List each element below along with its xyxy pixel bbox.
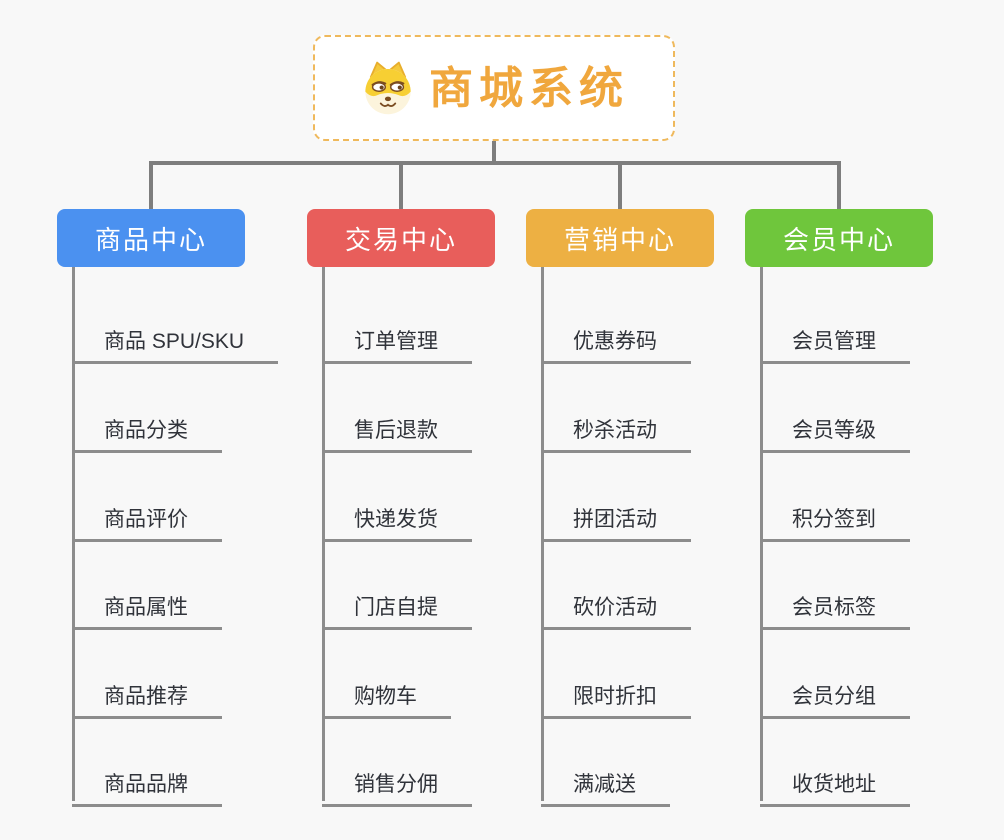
leaf-member-tag[interactable]: 会员标签 [760, 577, 910, 630]
trunk-trade [322, 267, 325, 801]
connector-drop-member [837, 161, 841, 209]
leaf-store-pickup[interactable]: 门店自提 [322, 577, 472, 630]
leaf-product-category[interactable]: 商品分类 [72, 400, 222, 453]
branch-trade-center[interactable]: 交易中心 [307, 209, 495, 267]
doge-icon [359, 59, 417, 117]
connector-drop-product [149, 161, 153, 209]
leaf-product-review[interactable]: 商品评价 [72, 489, 222, 542]
leaf-spend-and-save[interactable]: 满减送 [541, 754, 670, 807]
leaf-product-attribute[interactable]: 商品属性 [72, 577, 222, 630]
leaf-bargain-activity[interactable]: 砍价活动 [541, 577, 691, 630]
leaf-coupon-code[interactable]: 优惠券码 [541, 311, 691, 364]
leaf-product-spu-sku[interactable]: 商品 SPU/SKU [72, 311, 279, 364]
leaf-sales-commission[interactable]: 销售分佣 [322, 754, 472, 807]
leaf-points-checkin[interactable]: 积分签到 [760, 489, 910, 542]
leaf-express-delivery[interactable]: 快递发货 [322, 489, 472, 542]
root-title: 商城系统 [429, 64, 629, 113]
connector-drop-marketing [618, 161, 622, 209]
leaf-product-recommend[interactable]: 商品推荐 [72, 666, 222, 719]
leaf-member-management[interactable]: 会员管理 [760, 311, 910, 364]
trunk-marketing [541, 267, 544, 801]
leaf-shopping-cart[interactable]: 购物车 [322, 666, 451, 719]
trunk-product [72, 267, 75, 801]
branch-member-center[interactable]: 会员中心 [745, 209, 933, 267]
leaf-order-management[interactable]: 订单管理 [322, 311, 472, 364]
leaf-product-brand[interactable]: 商品品牌 [72, 754, 222, 807]
root-node[interactable]: 商城系统 [313, 35, 675, 141]
leaf-member-level[interactable]: 会员等级 [760, 400, 910, 453]
connector-horizontal-bar [149, 161, 841, 165]
leaf-limited-time-discount[interactable]: 限时折扣 [541, 666, 691, 719]
leaf-group-buy[interactable]: 拼团活动 [541, 489, 691, 542]
branch-marketing-center[interactable]: 营销中心 [526, 209, 714, 267]
leaf-shipping-address[interactable]: 收货地址 [760, 754, 910, 807]
leaf-member-group[interactable]: 会员分组 [760, 666, 910, 719]
trunk-member [760, 267, 763, 801]
branch-product-center[interactable]: 商品中心 [57, 209, 245, 267]
connector-root-stem [492, 140, 496, 163]
leaf-aftersale-refund[interactable]: 售后退款 [322, 400, 472, 453]
connector-drop-trade [399, 161, 403, 209]
leaf-flash-sale[interactable]: 秒杀活动 [541, 400, 691, 453]
